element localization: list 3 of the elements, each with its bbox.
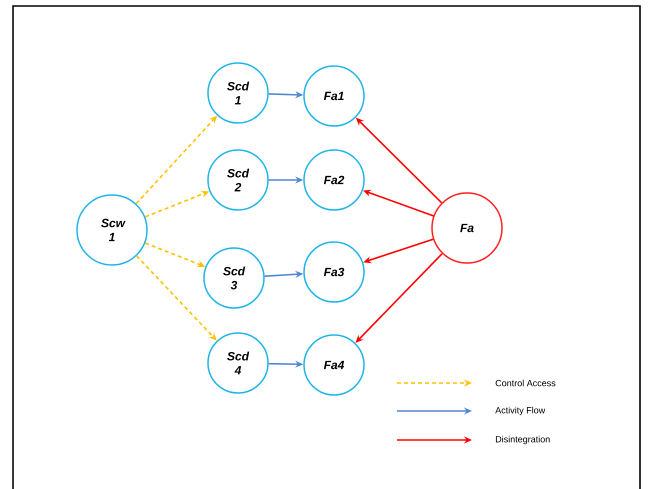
legend-label: Control Access [496, 380, 556, 386]
legend-label: Disintegration [496, 436, 550, 444]
legend-label: Activity Flow [495, 406, 546, 416]
